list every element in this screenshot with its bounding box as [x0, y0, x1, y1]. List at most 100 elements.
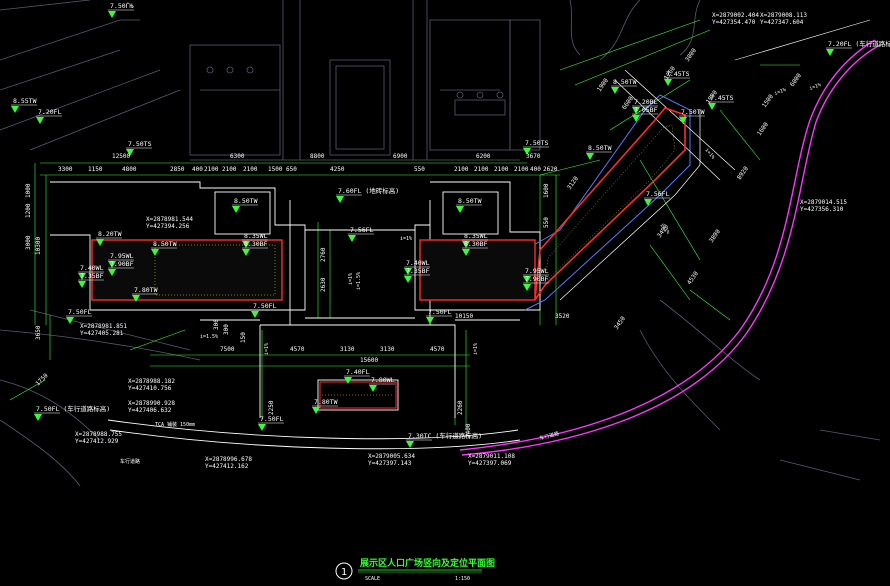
level-label-lv-7.50mi-top: 7.50ЃЊ [110, 1, 134, 10]
coordinate-y: Y=427397.069 [468, 460, 512, 467]
dimension-label: 2100 [454, 166, 469, 173]
dimension-label: 1150 [88, 166, 103, 173]
level-marker-lv-8.30bf-r [462, 249, 470, 256]
level-label-lv-8.20tw: 8.20TW [98, 230, 122, 238]
level-label-lv-7.50fl-b: 7.50FL [428, 308, 452, 316]
level-label-lv-7.05bf: 7.05BF [634, 106, 658, 114]
dimension-label: 2250 [268, 400, 275, 415]
level-marker-lv-7.35bf-r [404, 276, 412, 283]
road-edge [459, 39, 881, 456]
scale-value: 1:150 [455, 576, 470, 582]
dimension-label: 2100 [494, 166, 509, 173]
road-note-b: 车行道路 [539, 430, 560, 442]
dimension-label: 3000 [25, 235, 32, 250]
dimension-label: 8800 [310, 153, 325, 160]
level-label-lv-7.35bf-r: 7.35BF [406, 267, 430, 275]
level-label-lv-7.40fl: 7.40FL [346, 368, 370, 376]
dimension-label: 1600 [543, 183, 550, 198]
level-marker-lv-8.50tw-a [151, 249, 159, 256]
dimension-label: 4800 [122, 166, 137, 173]
level-marker-lv-7.20fl-left [36, 117, 44, 124]
coordinate-y: Y=427354.470 [712, 19, 756, 26]
coordinate-y: Y=427405.281 [80, 330, 124, 337]
dimension-label: 2260 [457, 400, 464, 415]
coordinate-labels: X=2878981.544Y=427394.256X=2879002.404Y=… [75, 12, 847, 470]
coordinate-x: X=2879005.634 [368, 453, 415, 460]
dimension-label: 4250 [330, 166, 345, 173]
coordinate-y: Y=427356.310 [800, 206, 844, 213]
level-label-lv-7.80tw-b: 7.80TW [314, 398, 338, 406]
level-label-lv-8.55tw: 8.55TW [13, 97, 37, 105]
coordinate-y: Y=427347.604 [760, 19, 804, 26]
level-label-lv-8.50tw-d: 8.50TW [613, 78, 637, 86]
level-marker-lv-7.50fl-a [251, 311, 259, 318]
coordinate-y: Y=427412.162 [205, 463, 249, 470]
coordinate-y: Y=427406.632 [128, 407, 172, 414]
diagonal-wing [524, 19, 871, 311]
level-marker-lv-7.45ts-b [708, 103, 716, 110]
dimension-label: 300 [223, 324, 230, 335]
slope-note-d: i=1% [473, 343, 479, 355]
level-marker-lv-7.60fl [336, 196, 344, 203]
dimension-label: 3130 [340, 346, 355, 353]
level-marker-lv-8.20tw [96, 239, 104, 246]
dimension-label: 2630 [320, 277, 327, 292]
level-label-lv-7.50ts-b: 7.50TS [525, 139, 549, 147]
level-marker-lv-7.56fl-mid [348, 235, 356, 242]
dimension-label: 1500 [268, 166, 283, 173]
dimension-label: 3520 [555, 313, 570, 320]
dimension-label: 650 [286, 166, 297, 173]
level-label-lv-7.95wl-l: 7.95WL [110, 252, 134, 260]
level-label-lv-7.30tc: 7.30TC (车行道路标高) [408, 431, 482, 440]
coordinate-y: Y=427397.143 [368, 460, 412, 467]
dimension-label: 2850 [170, 166, 185, 173]
dimension-label: 150 [240, 332, 247, 343]
level-marker-lv-7.35bf-l [78, 281, 86, 288]
dimension-label: 7500 [220, 346, 235, 353]
level-label-lv-7.56fl-r: 7.56FL [646, 190, 670, 198]
level-marker-lv-7.50fl-left [34, 414, 42, 421]
coordinate-x: X=2878981.544 [146, 216, 193, 223]
level-label-lv-7.40wl-l: 7.40WL [80, 264, 104, 272]
level-label-lv-7.35bf-l: 7.35BF [80, 272, 104, 280]
coordinate-x: X=2878981.851 [80, 323, 127, 330]
level-label-lv-8.35wl-r: 8.35WL [464, 232, 488, 240]
level-label-lv-7.20bl: 7.20BL [634, 98, 658, 106]
drawing-number: 1 [341, 567, 347, 578]
dimension-label: 3650 [35, 325, 42, 340]
level-marker-lv-7.80tw-b [312, 407, 320, 414]
level-marker-lv-7.50fl-c [66, 317, 74, 324]
road-note-a: 车行道路 [120, 458, 140, 465]
level-marker-lv-7.40wl-r [404, 268, 412, 275]
level-marker-lv-7.50fl-b [426, 317, 434, 324]
coordinate-y: Y=427410.756 [128, 385, 172, 392]
level-label-lv-7.95wl-r: 7.95WL [525, 267, 549, 275]
coordinate-x: X=2878990.928 [128, 400, 175, 407]
coordinate-x: X=2878996.678 [205, 456, 252, 463]
dimension-label: 2100 [204, 166, 219, 173]
level-marker-lv-7.80tw-l [132, 295, 140, 302]
dimension-label: 2100 [474, 166, 489, 173]
level-marker-lv-7.56fl-r [644, 199, 652, 206]
dimension-label: 550 [414, 166, 425, 173]
dimension-label: 2760 [320, 247, 327, 262]
dimension-label: 15600 [360, 357, 378, 364]
level-label-lv-7.45ts-b: 7.45TS [710, 94, 734, 102]
planting-beds [91, 107, 686, 409]
level-marker-lv-7.50ts-a [126, 149, 134, 156]
dimension-label: 2620 [543, 166, 558, 173]
dimension-label: 4570 [290, 346, 305, 353]
coordinate-x: X=2878988.182 [128, 378, 175, 385]
level-label-lv-7.90bf-l: 7.90BF [110, 260, 134, 268]
drawing-number-circle [335, 562, 353, 580]
level-marker-lv-7.50ts-b [523, 148, 531, 155]
level-label-lv-7.50fl-a: 7.50FL [253, 302, 277, 310]
level-label-lv-8.30bf-l: 8.30BF [244, 240, 268, 248]
dimension-label: 2100 [514, 166, 529, 173]
level-marker-lv-8.50tw-l [232, 206, 240, 213]
coordinate-x: X=2879008.113 [760, 12, 807, 19]
drawing-title: 展示区人口广场竖向及定位平面图 [360, 557, 495, 569]
level-label-lv-8.50tw-l: 8.50TW [234, 197, 258, 205]
